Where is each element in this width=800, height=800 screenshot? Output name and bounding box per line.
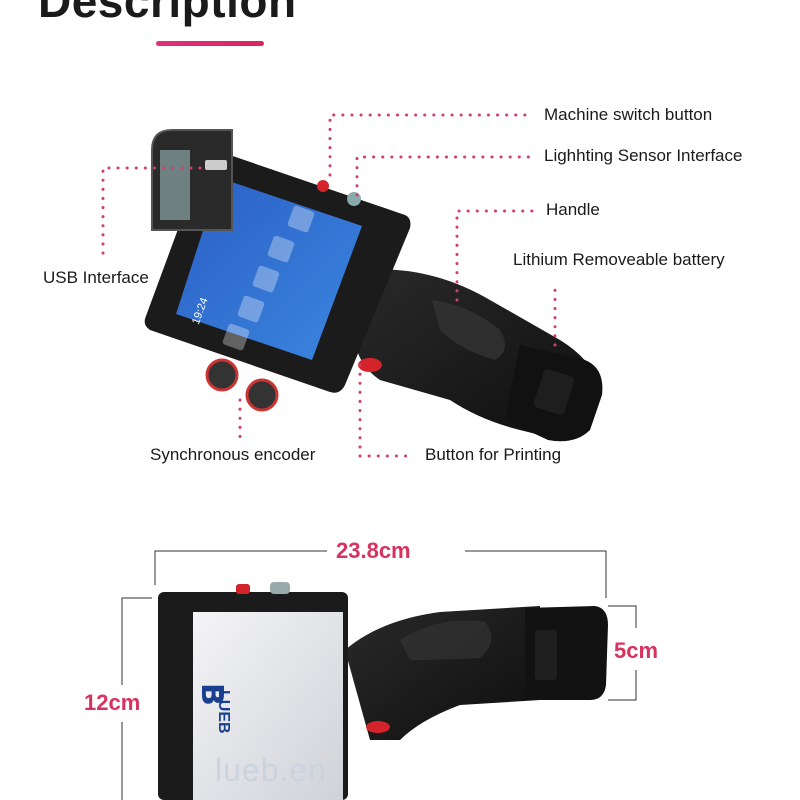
page-title: Description xyxy=(38,0,297,27)
label-machine-switch: Machine switch button xyxy=(544,105,713,124)
sensor-port-icon xyxy=(347,192,361,206)
usb-port-icon xyxy=(205,160,227,170)
encoder-wheel-icon xyxy=(205,358,239,392)
dimension-battery: 5cm xyxy=(614,638,659,663)
title-underline xyxy=(156,41,264,46)
label-print-button: Button for Printing xyxy=(425,445,562,464)
brand-logo-icon: B xyxy=(194,683,229,706)
dimension-length: 23.8cm xyxy=(336,538,411,563)
print-button-icon xyxy=(358,358,382,372)
label-lighting-sensor: Lighhting Sensor Interface xyxy=(544,146,743,165)
dimension-height: 12cm xyxy=(84,690,141,715)
label-brand: LUEB xyxy=(215,690,232,734)
label-encoder: Synchronous encoder xyxy=(150,445,316,464)
watermark: lueb.en xyxy=(215,752,327,788)
label-handle: Handle xyxy=(546,200,600,219)
cartridge-label xyxy=(193,612,343,800)
printer-side-view: B xyxy=(158,582,608,800)
printer-top-view xyxy=(144,129,603,442)
dimension-lines xyxy=(121,550,637,800)
label-battery: Lithium Removeable battery xyxy=(513,250,725,269)
power-button-icon xyxy=(317,180,329,192)
callout-lines xyxy=(101,113,557,458)
label-usb: USB Interface xyxy=(43,268,149,287)
